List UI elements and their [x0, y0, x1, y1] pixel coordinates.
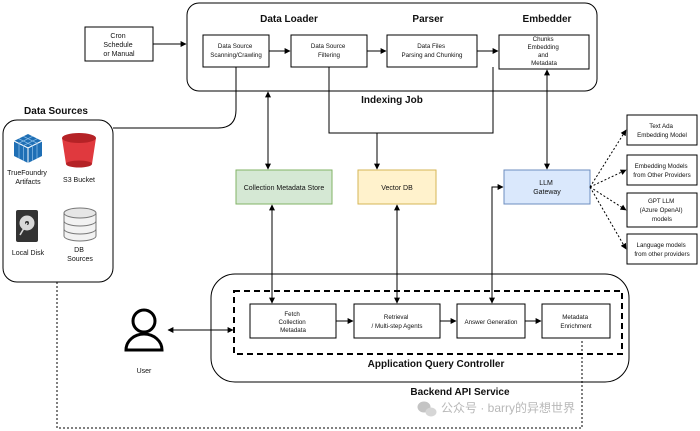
step-fetch-metadata-box	[249, 303, 337, 339]
data-sources-box	[2, 119, 114, 283]
provider-language-other-label: Language models from other providers	[634, 242, 689, 258]
step-parsing-box	[386, 34, 478, 68]
step-retrieval-box	[353, 303, 441, 339]
step-fetch-metadata-label: Fetch Collection Metadata	[279, 311, 308, 334]
step-parsing-label: Data Files Parsing and Chunking	[402, 43, 463, 59]
step-metadata-enrichment-box	[541, 303, 611, 339]
llm-gateway	[503, 169, 591, 205]
gateway-provider-links	[589, 129, 627, 250]
vector-db	[357, 169, 437, 205]
indexing-job-title: Indexing Job	[361, 95, 423, 106]
source-label-db: DB Sources	[67, 247, 93, 263]
source-label-s3: S3 Bucket	[63, 177, 95, 184]
sources-to-enrichment-dotted-line	[56, 282, 583, 429]
step-retrieval-label: Retrieval / Multi-step Agents	[372, 314, 423, 330]
user-icon	[124, 308, 164, 352]
stage-title-data-loader: Data Loader	[260, 14, 318, 25]
provider-embedding-other-label: Embedding Models from Other Providers	[633, 163, 690, 179]
step-scanning-box	[202, 34, 270, 68]
gateway-answer-line	[489, 184, 504, 304]
step-embedding-label: Chunks Embedding and Metadata	[527, 36, 560, 67]
provider-language-other	[626, 233, 698, 265]
step-embedding-box	[498, 34, 590, 70]
indexing-job-box	[186, 2, 598, 92]
provider-gpt-llm-label: GPT LLM (Azure OpenAI) models	[640, 198, 685, 223]
step-metadata-enrichment-label: Metadata Enrichment	[560, 314, 592, 330]
cube-stack-icon	[13, 134, 43, 163]
collection-metadata-store	[235, 169, 333, 205]
llm-gateway-label: LLM Gateway	[533, 180, 561, 196]
source-label-local-disk: Local Disk	[12, 250, 45, 257]
filter-to-vectordb-line	[328, 67, 380, 170]
source-label-truefoundry: TrueFoundry Artifacts	[7, 170, 49, 186]
step-filtering-box	[290, 34, 368, 68]
backend-api-service-title: Backend API Service	[410, 387, 510, 398]
stage-title-embedder: Embedder	[523, 14, 572, 25]
scanning-to-sources-line	[113, 67, 237, 129]
provider-text-ada	[626, 114, 698, 146]
bucket-icon	[62, 133, 96, 168]
data-sources-title: Data Sources	[24, 106, 88, 117]
step-filtering-label: Data Source Filtering	[311, 43, 347, 59]
application-query-controller-box	[233, 290, 623, 355]
wechat-icon	[417, 401, 437, 417]
provider-text-ada-label: Text Ada Embedding Model	[637, 123, 687, 139]
application-query-controller-title: Application Query Controller	[368, 359, 505, 370]
step-answer-generation-label: Answer Generation	[465, 319, 519, 326]
cron-label: Cron Schedule or Manual	[103, 33, 135, 58]
provider-embedding-other	[626, 154, 698, 186]
embedding-to-vectordb-line	[377, 67, 494, 134]
stage-title-parser: Parser	[412, 14, 443, 25]
hard-disk-icon	[16, 210, 38, 242]
database-icon	[63, 207, 97, 242]
collection-metadata-store-label: Collection Metadata Store	[244, 185, 325, 192]
user-label: User	[137, 368, 152, 375]
cron-box	[84, 26, 154, 62]
watermark-text: 公众号 · barry的异想世界	[441, 400, 575, 415]
step-scanning-label: Data Source Scanning/Crawling	[210, 43, 262, 59]
vector-db-label: Vector DB	[381, 185, 413, 192]
provider-gpt-llm	[626, 192, 698, 228]
